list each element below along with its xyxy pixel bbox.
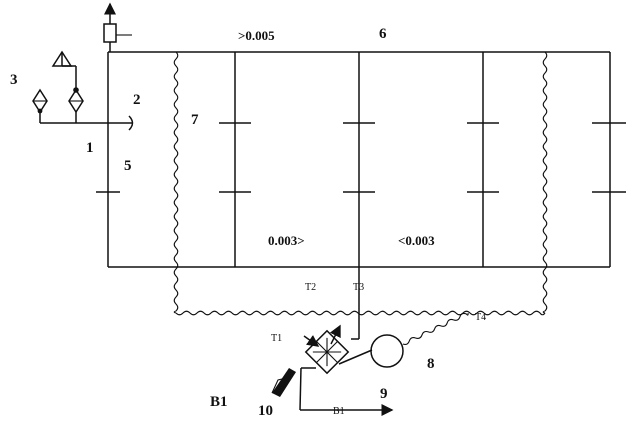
label-b1-arrow: B1 bbox=[333, 406, 345, 417]
label-8: 8 bbox=[427, 356, 435, 372]
label-1: 1 bbox=[86, 140, 94, 156]
main-frame bbox=[107, 51, 611, 268]
label-3: 3 bbox=[10, 72, 18, 88]
label-ratio-left: 0.003> bbox=[268, 233, 305, 248]
branch-ticks bbox=[96, 122, 626, 193]
label-ratio-right: <0.003 bbox=[398, 233, 435, 248]
label-7: 7 bbox=[191, 112, 199, 128]
top-inlet bbox=[103, 2, 132, 52]
pump-unit bbox=[271, 267, 404, 416]
labels: 1 2 3 5 6 7 8 9 10 B1 B1 T1 T2 T3 T4 >0.… bbox=[10, 26, 486, 419]
label-5: 5 bbox=[124, 158, 132, 174]
label-9: 9 bbox=[380, 386, 388, 402]
label-t3: T3 bbox=[353, 282, 364, 293]
label-t2: T2 bbox=[305, 282, 316, 293]
left-instruments bbox=[32, 50, 134, 131]
label-b1-left: B1 bbox=[210, 394, 228, 410]
label-2: 2 bbox=[133, 92, 141, 108]
label-t1: T1 bbox=[271, 333, 282, 344]
wavy-lines bbox=[173, 51, 548, 345]
label-6: 6 bbox=[379, 26, 387, 42]
label-10: 10 bbox=[258, 403, 273, 419]
label-ratio-top: >0.005 bbox=[238, 28, 275, 43]
valve-block bbox=[272, 368, 296, 397]
label-t4: T4 bbox=[475, 312, 486, 323]
